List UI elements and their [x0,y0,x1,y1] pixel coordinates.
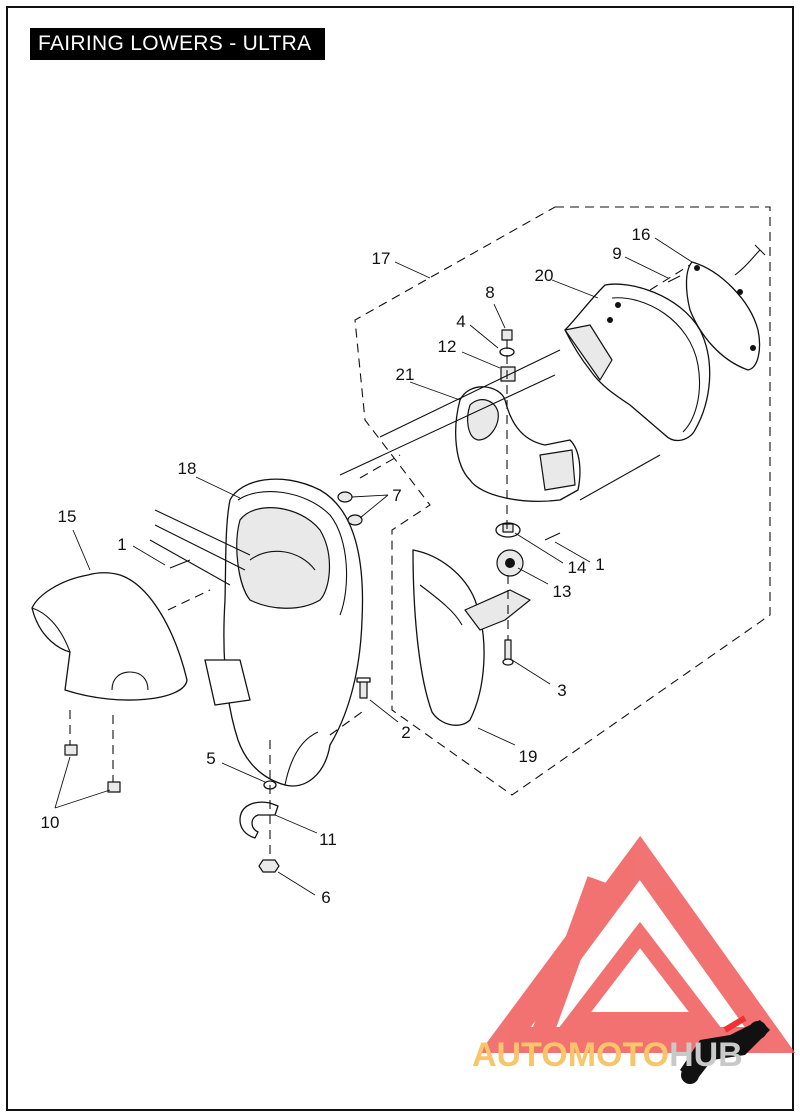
callout-10: 10 [41,813,60,832]
watermark-text-auto: AUTOMOTO [472,1036,669,1074]
assembly-line-screw-2 [329,711,363,736]
leader-lines [54,237,693,896]
watermark-text-hub: HUB [669,1036,743,1074]
part-21-inner-panel [455,386,581,502]
part-8-nut [501,329,513,341]
part-4-washer [499,347,515,357]
assembly-line-lower [579,454,661,501]
page-border [6,6,794,1111]
part-3-screw [502,639,514,666]
part-1-screw-left [169,559,191,569]
part-6-nut [258,859,280,873]
callout-4: 4 [456,312,465,331]
callout-16: 16 [632,225,651,244]
assembly-line-vertical-stack [506,340,509,640]
callout-11: 11 [319,830,337,849]
assembly-line-fairing [167,454,401,611]
assembly-line-upper [379,349,561,438]
page-title: FAIRING LOWERS - ULTRA [30,28,326,60]
watermark-logo [479,835,796,1053]
part-14-washer [495,522,521,538]
callout-8: 8 [485,283,494,302]
callout-19: 19 [519,747,538,766]
callout-2: 2 [401,723,410,742]
part-13-knob [496,549,524,577]
callout-20: 20 [535,266,554,285]
callout-15: 15 [58,507,77,526]
callout-1-left: 1 [117,535,126,554]
subassembly-boundary [354,206,771,796]
callout-12: 12 [438,337,457,356]
part-11-clamp [239,801,279,839]
assembly-line-hardware-left [69,710,271,860]
watermark-bike-icon [680,1015,770,1084]
part-16-grille [685,244,766,371]
assembly-line-grille [649,264,691,291]
callout-5: 5 [206,749,215,768]
callout-17: 17 [372,249,391,268]
callout-18: 18 [178,459,197,478]
part-18-fairing-body [149,478,364,787]
callout-9: 9 [612,244,621,263]
part-10-clips [64,744,121,793]
part-20-housing [564,283,711,442]
assembly-line-middle [339,374,556,476]
watermark-text: AUTOMOTOHUB [472,1036,743,1074]
callout-7: 7 [392,486,401,505]
part-2-screw [356,677,371,699]
part-9-screw [667,275,681,283]
part-1-screw-right [544,532,561,541]
callout-13: 13 [553,582,572,601]
callout-14: 14 [568,558,587,577]
part-12-spacer [500,366,516,382]
callout-3: 3 [557,681,566,700]
part-15-cover [31,572,188,701]
callout-6: 6 [321,888,330,907]
part-7-grommets [337,491,363,526]
callout-1-right: 1 [595,555,604,574]
callout-21: 21 [396,365,415,384]
part-19-vent-door [412,549,531,726]
